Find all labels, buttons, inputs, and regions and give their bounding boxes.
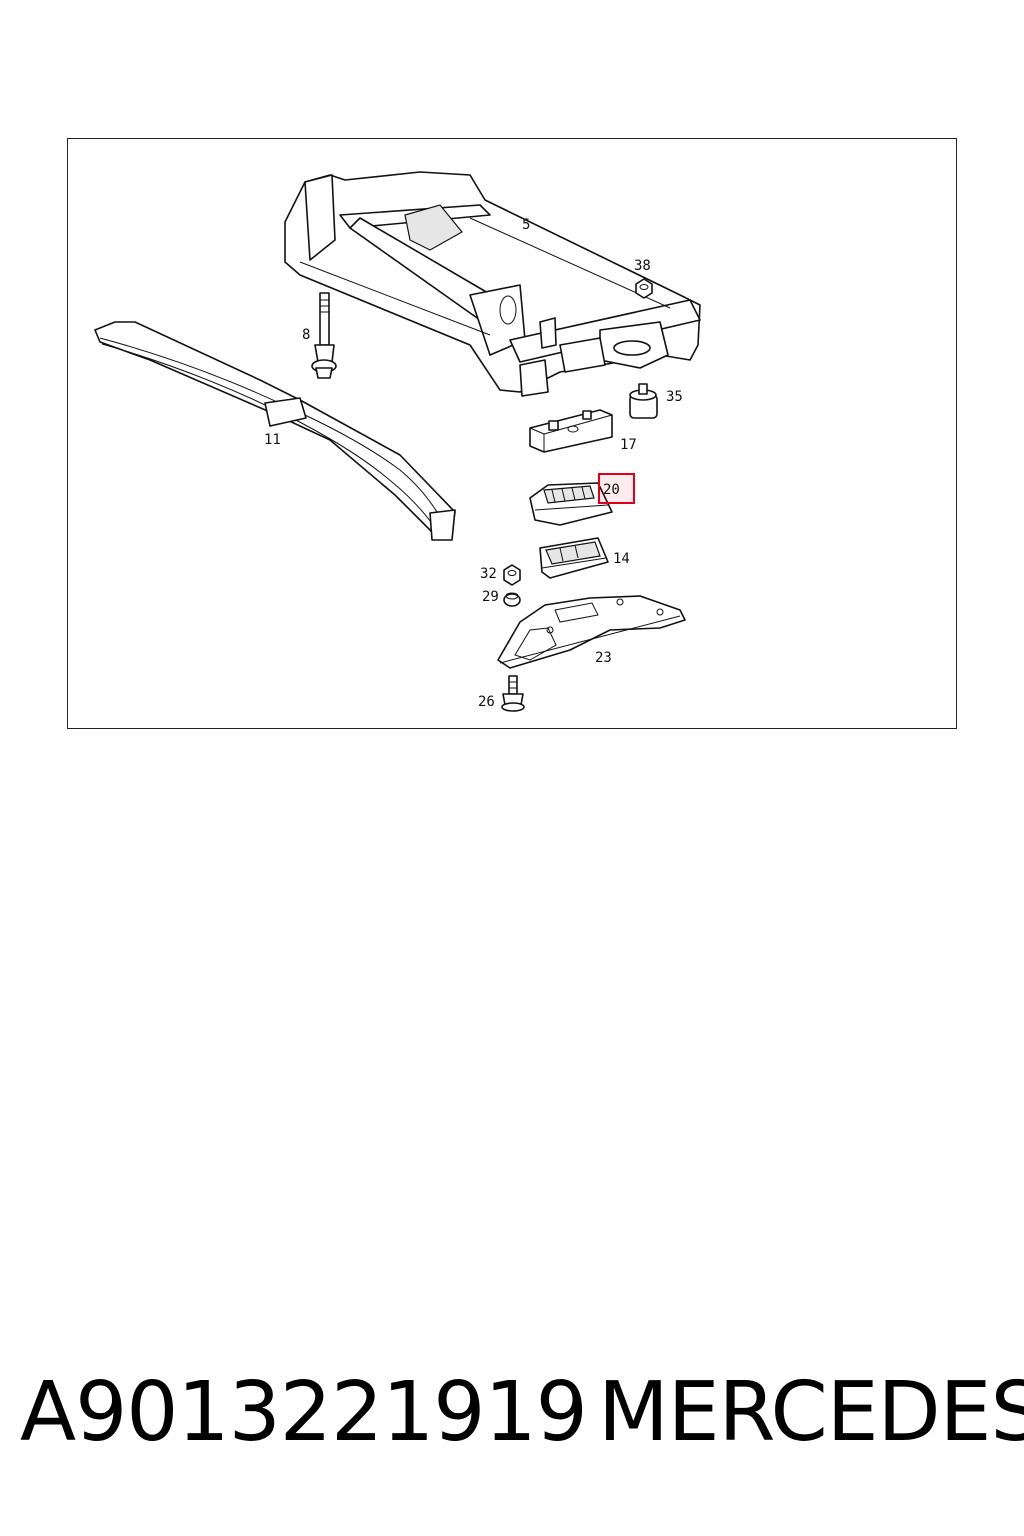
parts-diagram: 5 38 8 35 11 17 20 14 32 29 23 26 bbox=[94, 171, 701, 712]
callout-5: 5 bbox=[522, 217, 530, 233]
callout-35: 35 bbox=[666, 389, 683, 405]
part-number: A9013221919 bbox=[20, 1365, 588, 1460]
callout-29: 29 bbox=[482, 589, 499, 605]
bolt-part-8[interactable] bbox=[311, 292, 337, 379]
leaf-spring-part-11[interactable] bbox=[94, 321, 456, 541]
callout-8: 8 bbox=[302, 327, 310, 343]
plate-part-17[interactable] bbox=[529, 409, 613, 453]
callout-11: 11 bbox=[264, 432, 281, 448]
brand-name: MERCEDES bbox=[598, 1365, 1024, 1460]
bolt-part-26[interactable] bbox=[501, 675, 525, 712]
washer-part-29[interactable] bbox=[503, 592, 521, 607]
mount-part-20[interactable] bbox=[529, 482, 613, 526]
callout-23: 23 bbox=[595, 650, 612, 666]
diagram-frame bbox=[67, 138, 957, 729]
highlight-box-20 bbox=[598, 473, 635, 504]
callout-20[interactable]: 20 bbox=[603, 482, 620, 498]
bushing-part-35[interactable] bbox=[629, 383, 658, 419]
subframe-part-5[interactable] bbox=[284, 171, 701, 397]
nut-part-38[interactable] bbox=[635, 278, 653, 299]
callout-26: 26 bbox=[478, 694, 495, 710]
callout-38: 38 bbox=[634, 258, 651, 274]
callout-17: 17 bbox=[620, 437, 637, 453]
nut-part-32[interactable] bbox=[503, 564, 521, 586]
callout-32: 32 bbox=[480, 566, 497, 582]
mount-part-14[interactable] bbox=[539, 537, 609, 579]
bracket-part-23[interactable] bbox=[497, 595, 686, 669]
callout-14: 14 bbox=[613, 551, 630, 567]
